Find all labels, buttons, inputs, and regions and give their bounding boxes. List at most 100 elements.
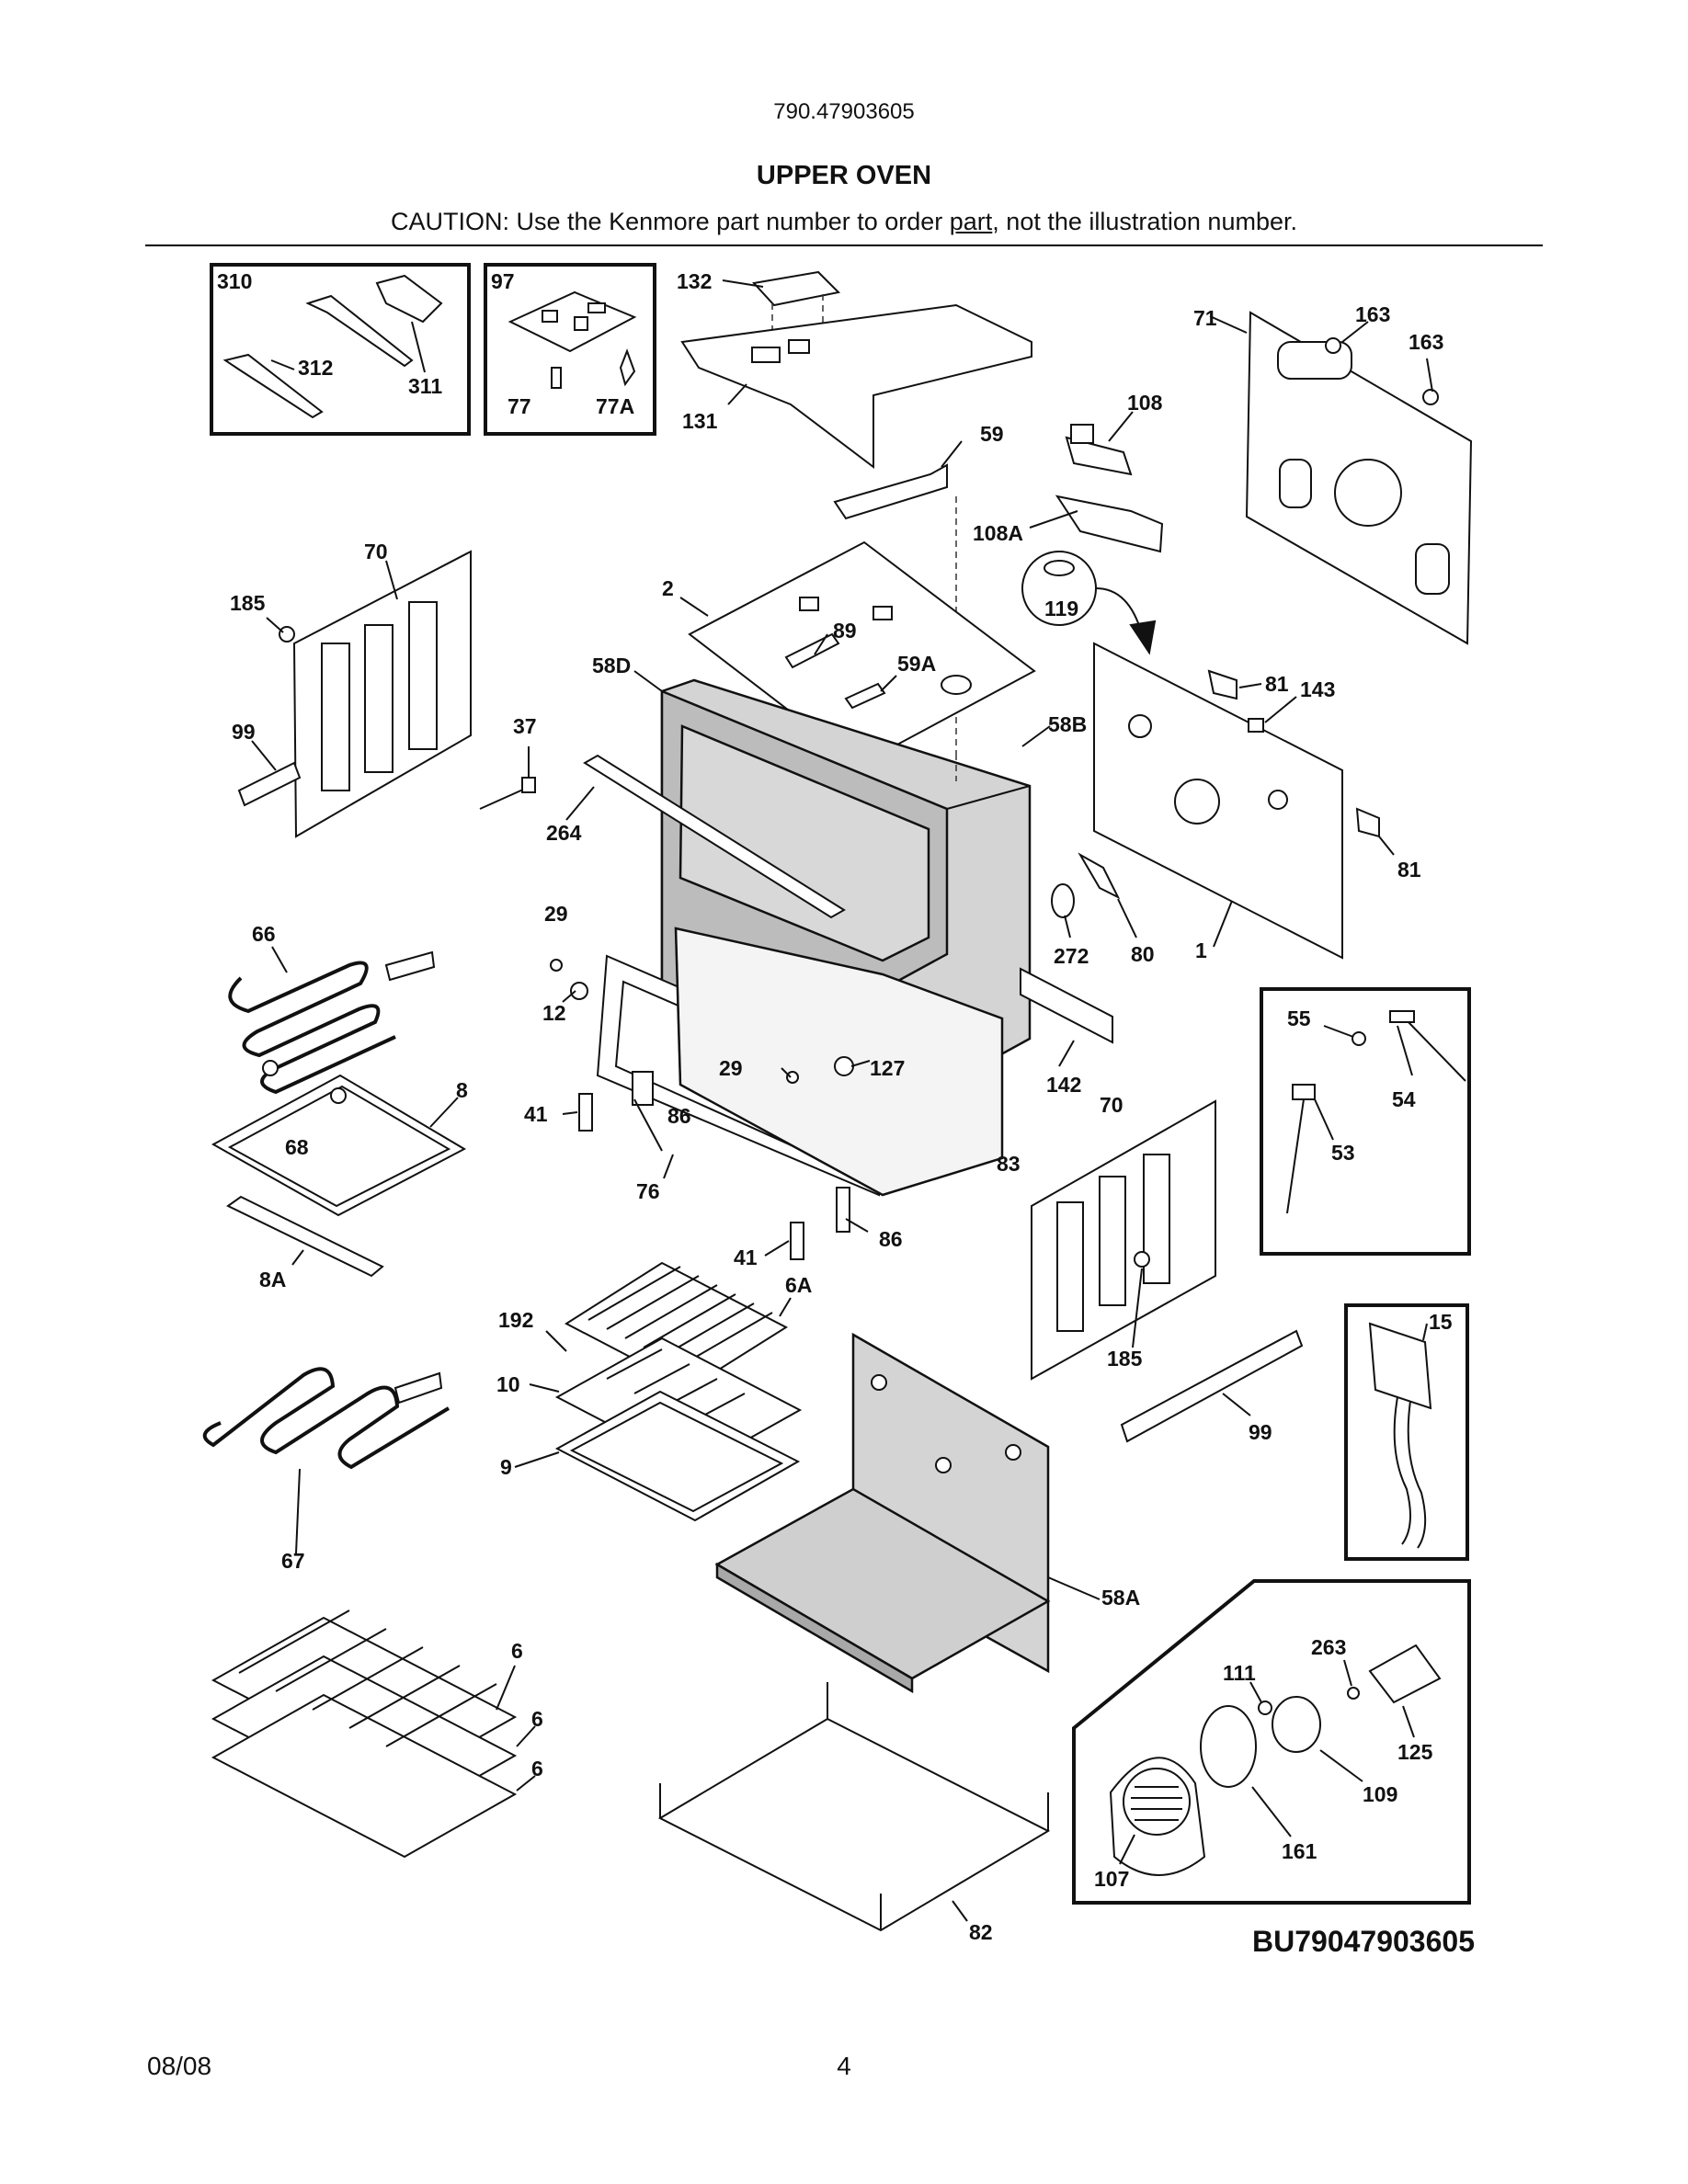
part-70-side-panel-lower [1031, 1099, 1304, 1443]
callout-86-upper: 86 [667, 1104, 691, 1128]
callout-264: 264 [546, 821, 582, 845]
callout-8: 8 [456, 1078, 468, 1102]
callout-99-upper: 99 [232, 720, 256, 744]
callout-81-lower: 81 [1397, 858, 1421, 882]
part-66-broil-element [228, 946, 436, 1095]
callout-1: 1 [1195, 938, 1207, 962]
part-6a-rack [565, 1261, 792, 1390]
callout-59: 59 [980, 422, 1004, 446]
inset-97 [484, 263, 656, 436]
callout-55: 55 [1287, 1007, 1311, 1030]
part-142-bracket [1020, 967, 1113, 1067]
part-76-door-frame [562, 927, 1004, 1260]
callout-71: 71 [1193, 306, 1217, 330]
callout-54: 54 [1392, 1087, 1416, 1111]
callout-99-lower: 99 [1249, 1420, 1272, 1444]
callout-59a: 59A [897, 652, 936, 676]
callout-263: 263 [1311, 1635, 1346, 1659]
part-108-fan [1065, 411, 1134, 476]
callout-68: 68 [285, 1135, 309, 1159]
callout-6-top: 6 [511, 1639, 523, 1663]
callout-185-lower: 185 [1107, 1347, 1143, 1371]
footer-date: 08/08 [147, 2052, 212, 2080]
callout-58d: 58D [592, 654, 631, 677]
part-2-top-plate [679, 540, 1036, 767]
callout-70-lower: 70 [1100, 1093, 1123, 1117]
part-131-top-shield [680, 303, 1032, 470]
callout-83: 83 [997, 1152, 1021, 1176]
callout-6a: 6A [785, 1273, 812, 1297]
callout-272: 272 [1054, 944, 1089, 968]
callout-77a: 77A [596, 394, 634, 418]
callout-2: 2 [662, 576, 674, 600]
inset-15 [1344, 1303, 1469, 1561]
part-264-rail [565, 754, 846, 919]
callout-312: 312 [298, 356, 333, 380]
part-71-rear-panel [1209, 311, 1473, 645]
callout-29-lower: 29 [719, 1056, 743, 1080]
callout-labels: 310 312 311 97 77 77A 132 131 59 163 163… [217, 269, 1453, 1944]
part-108a-bracket [1029, 495, 1164, 553]
part-132-cover [722, 270, 841, 368]
inset-probe [1260, 987, 1471, 1256]
part-58a-oven-bottom [714, 1332, 1101, 1694]
part-8-broil-pan [211, 1060, 467, 1278]
callout-109: 109 [1363, 1782, 1397, 1806]
callout-119: 119 [1044, 597, 1078, 620]
callout-37: 37 [513, 714, 537, 738]
callout-185-upper: 185 [230, 591, 266, 615]
callout-142: 142 [1046, 1073, 1081, 1097]
part-9-broil-pan [514, 1390, 801, 1522]
callout-108: 108 [1127, 391, 1163, 415]
callout-58b: 58B [1048, 712, 1087, 736]
part-37-sensor [479, 746, 536, 810]
callout-15: 15 [1429, 1310, 1453, 1334]
caution-text-start: CAUTION: Use the Kenmore part number to … [391, 208, 950, 235]
callout-76: 76 [636, 1179, 660, 1203]
callout-12: 12 [542, 1001, 566, 1025]
callout-67: 67 [281, 1549, 305, 1573]
callout-86-lower: 86 [879, 1227, 903, 1251]
callout-80: 80 [1131, 942, 1155, 966]
part-67-bake-element [202, 1367, 451, 1554]
page-number: 4 [837, 2052, 851, 2080]
callout-107: 107 [1094, 1867, 1129, 1891]
callout-70-upper: 70 [364, 540, 388, 563]
callout-163-a: 163 [1355, 302, 1390, 326]
callout-10: 10 [496, 1372, 520, 1396]
callout-77: 77 [508, 394, 531, 418]
callout-125: 125 [1397, 1740, 1433, 1764]
callout-81-upper: 81 [1265, 672, 1289, 696]
part-1-control-panel [1051, 642, 1395, 960]
callout-89: 89 [833, 619, 857, 643]
part-29-screw-upper [550, 959, 588, 1003]
header-rule [145, 245, 1543, 246]
caution-text-end: , not the illustration number. [992, 208, 1297, 235]
callout-6-bottom: 6 [531, 1757, 543, 1780]
part-70-side-panel-upper [237, 550, 472, 838]
callout-53: 53 [1331, 1141, 1355, 1165]
callout-127: 127 [870, 1056, 905, 1080]
inset-310 [210, 263, 471, 436]
callout-58a: 58A [1101, 1586, 1140, 1610]
model-number: 790.47903605 [773, 99, 915, 124]
callout-97: 97 [491, 269, 515, 293]
inset-convection-fan [1072, 1579, 1471, 1905]
section-title: UPPER OVEN [756, 161, 932, 190]
callout-311: 311 [408, 374, 442, 398]
callout-66: 66 [252, 922, 276, 946]
callout-161: 161 [1282, 1839, 1317, 1863]
callout-108a: 108A [973, 521, 1023, 545]
part-82-bottom-tray [657, 1682, 1051, 1932]
callout-163-b: 163 [1409, 330, 1443, 354]
callout-111: 111 [1223, 1661, 1256, 1685]
diagram-code: BU79047903605 [1252, 1925, 1475, 1958]
callout-82: 82 [969, 1920, 993, 1944]
part-6-oven-racks [211, 1610, 536, 1859]
part-119-thermostat [1021, 551, 1157, 655]
callout-192: 192 [498, 1308, 533, 1332]
callout-132: 132 [677, 269, 712, 293]
callout-310: 310 [217, 269, 252, 293]
callout-9: 9 [500, 1455, 512, 1479]
